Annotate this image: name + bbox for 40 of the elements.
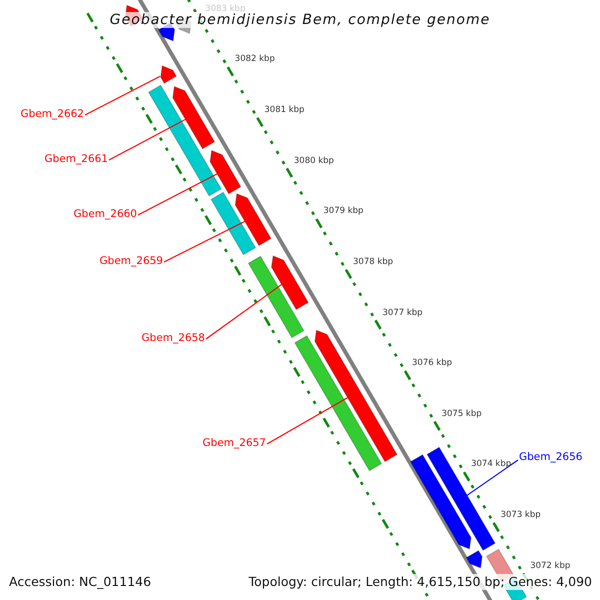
gene-feature xyxy=(160,65,177,84)
scale-label: 3077 kbp xyxy=(382,308,423,318)
scale-label: 3079 kbp xyxy=(323,206,364,218)
leader-line xyxy=(108,118,186,160)
scale-label: 3072 kbp xyxy=(530,560,570,572)
gene-feature xyxy=(271,255,309,310)
scale-label: 3076 kbp xyxy=(412,358,452,370)
leader-line xyxy=(138,173,218,216)
leader-line xyxy=(206,284,282,340)
gene-feature xyxy=(410,454,472,550)
gene-feature xyxy=(210,192,256,256)
scale-label: 3078 kbp xyxy=(353,256,394,268)
footer-text: Accession: NC_011146 xyxy=(9,574,152,590)
scale-label: 3082 kbp xyxy=(234,54,275,66)
gene-feature xyxy=(148,84,222,196)
gene-label: Gbem_2656 xyxy=(519,451,582,464)
gene-feature xyxy=(466,550,483,568)
gene-feature xyxy=(248,256,304,338)
scale-label: 3074 kbp xyxy=(471,459,512,470)
scale-label: 3080 kbp xyxy=(294,156,334,167)
scale-label: 3081 kbp xyxy=(264,105,304,116)
leader-line xyxy=(84,76,160,116)
gene-feature xyxy=(234,193,272,246)
gene-feature xyxy=(294,335,382,472)
gene-label: Gbem_2661 xyxy=(44,153,108,166)
leader-line xyxy=(266,397,348,444)
gene-feature xyxy=(210,150,242,194)
gene-feature xyxy=(314,330,398,462)
gene-label: Gbem_2660 xyxy=(74,208,137,221)
gene-label: Gbem_2657 xyxy=(202,437,266,450)
leader-line xyxy=(164,220,246,262)
gene-label: Gbem_2662 xyxy=(20,108,84,121)
scale-label: 3073 kbp xyxy=(500,510,541,521)
gene-feature xyxy=(426,446,496,551)
footer-text: Topology: circular; Length: 4,615,150 bp; Genes: 4,090 xyxy=(248,574,592,590)
gene-label: Gbem_2659 xyxy=(100,255,163,268)
leader-line xyxy=(466,460,518,496)
scale-label: 3075 kbp xyxy=(442,408,482,420)
gene-feature xyxy=(172,86,216,150)
gene-label: Gbem_2658 xyxy=(142,332,205,345)
